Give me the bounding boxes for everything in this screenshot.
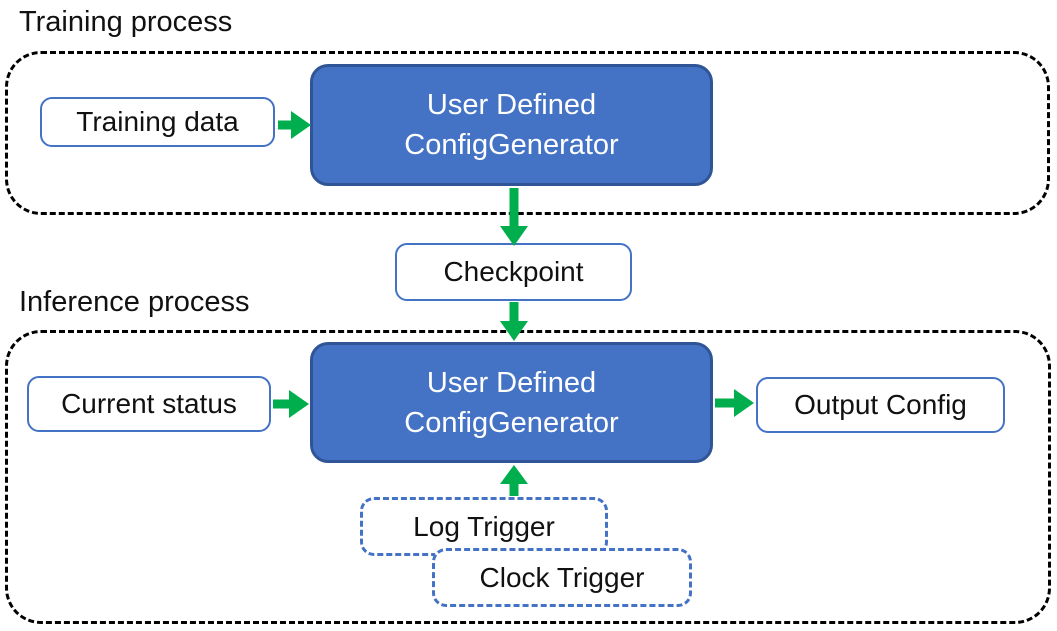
training-process-label: Training process bbox=[19, 6, 233, 38]
config-generator-inference-line1: User Defined bbox=[426, 366, 597, 399]
output-config-node: Output Config bbox=[756, 377, 1005, 433]
config-generator-training-line1: User Defined bbox=[426, 89, 597, 121]
clock-trigger-node: Clock Trigger bbox=[432, 548, 692, 607]
current-status-node: Current status bbox=[27, 376, 271, 432]
config-generator-training-line2: ConfigGenerator bbox=[404, 129, 619, 161]
config-generator-inference-node: User Defined ConfigGenerator bbox=[310, 342, 713, 463]
training-process-region bbox=[5, 51, 1050, 215]
config-generator-training-node: User Defined ConfigGenerator bbox=[310, 64, 713, 186]
checkpoint-node: Checkpoint bbox=[395, 243, 632, 301]
training-data-node: Training data bbox=[40, 97, 275, 147]
inference-process-region bbox=[5, 330, 1051, 624]
inference-process-label: Inference process bbox=[19, 286, 250, 318]
config-generator-inference-line2: ConfigGenerator bbox=[404, 406, 619, 439]
